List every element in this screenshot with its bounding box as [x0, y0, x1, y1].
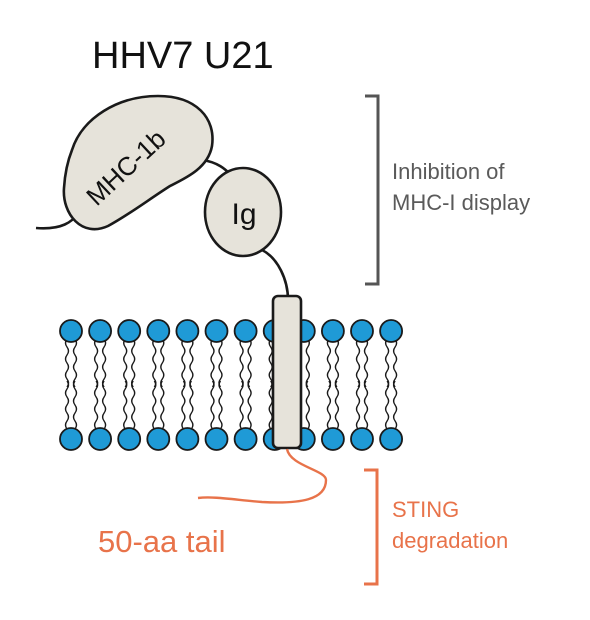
lipid-head — [320, 319, 345, 343]
lipid-head — [117, 427, 142, 451]
lipid-tail — [334, 338, 340, 388]
cytoplasmic-tail — [197, 448, 328, 504]
lipid-tail — [384, 380, 390, 430]
lipid-tail — [392, 380, 398, 430]
lipid-tail — [239, 380, 244, 430]
lipid-tail — [305, 380, 310, 430]
lipid-tail — [123, 338, 128, 388]
lipid-tail — [334, 380, 340, 430]
lipid-tail — [64, 380, 70, 430]
lipid-tail — [218, 380, 223, 430]
lipid-head — [175, 319, 200, 343]
lipid-tail — [160, 380, 165, 430]
lipid-tail — [239, 338, 244, 388]
lipid-tail — [392, 338, 398, 388]
lipid-head — [59, 427, 83, 451]
lipid-tail — [268, 338, 273, 388]
lipid-tail — [305, 338, 310, 388]
lipid-tail — [160, 338, 165, 388]
lipid-head — [379, 319, 404, 343]
lipid-tail — [210, 380, 215, 430]
lipid-tail — [326, 338, 332, 388]
lipid-tail — [210, 338, 215, 388]
lipid-head — [146, 319, 171, 343]
tail-label: 50-aa tail — [98, 524, 226, 559]
lipid-tail — [181, 338, 186, 388]
lipid-tail — [152, 338, 157, 388]
lipid-tail — [247, 338, 252, 388]
lipid-bilayer — [59, 319, 404, 451]
lipid-tail — [355, 380, 361, 430]
lipid-head — [350, 427, 374, 451]
lipid-head — [175, 427, 200, 451]
lipid-tail — [72, 380, 78, 430]
lipid-head — [88, 319, 112, 343]
lipid-tail — [268, 380, 273, 430]
lipid-tail — [189, 338, 194, 388]
lipid-tail — [152, 380, 157, 430]
lipid-tail — [247, 380, 252, 430]
lipid-head — [204, 319, 229, 343]
lipid-tail — [363, 338, 369, 388]
lipid-head — [233, 427, 258, 451]
transmembrane-helix — [271, 294, 303, 450]
lipid-head — [379, 427, 404, 451]
bracket-lower — [364, 468, 379, 586]
lipid-head — [350, 319, 374, 343]
diagram-title: HHV7 U21 — [92, 35, 274, 77]
annotation-lower-line1: STING — [392, 497, 459, 522]
lipid-tail — [64, 338, 70, 388]
lipid-tail — [93, 380, 99, 430]
ig-label: Ig — [231, 198, 256, 231]
annotation-upper-line1: Inhibition of — [392, 159, 505, 184]
lipid-tail — [218, 338, 223, 388]
stalk-line — [261, 248, 290, 301]
lipid-head — [233, 319, 258, 343]
lipid-tail — [181, 380, 186, 430]
lipid-head — [88, 427, 112, 451]
bracket-upper — [365, 94, 380, 286]
lipid-tail — [93, 338, 99, 388]
mhc-1b-domain — [62, 94, 214, 231]
lipid-tail — [326, 380, 332, 430]
ig-domain — [203, 166, 283, 258]
lipid-tail — [101, 338, 107, 388]
lipid-head — [320, 427, 345, 451]
lipid-tail — [131, 338, 136, 388]
lipid-tail — [189, 380, 194, 430]
lipid-head — [59, 319, 83, 343]
lipid-tail — [72, 338, 78, 388]
lipid-tail — [384, 338, 390, 388]
annotation-lower-line2: degradation — [392, 528, 508, 553]
lipid-tail — [363, 380, 369, 430]
lipid-head — [204, 427, 229, 451]
annotation-upper-line2: MHC-I display — [392, 190, 530, 215]
lipid-tail — [123, 380, 128, 430]
lipid-tail — [131, 380, 136, 430]
lipid-tail — [355, 338, 361, 388]
lipid-head — [117, 319, 142, 343]
lipid-tail — [101, 380, 107, 430]
lipid-head — [146, 427, 171, 451]
